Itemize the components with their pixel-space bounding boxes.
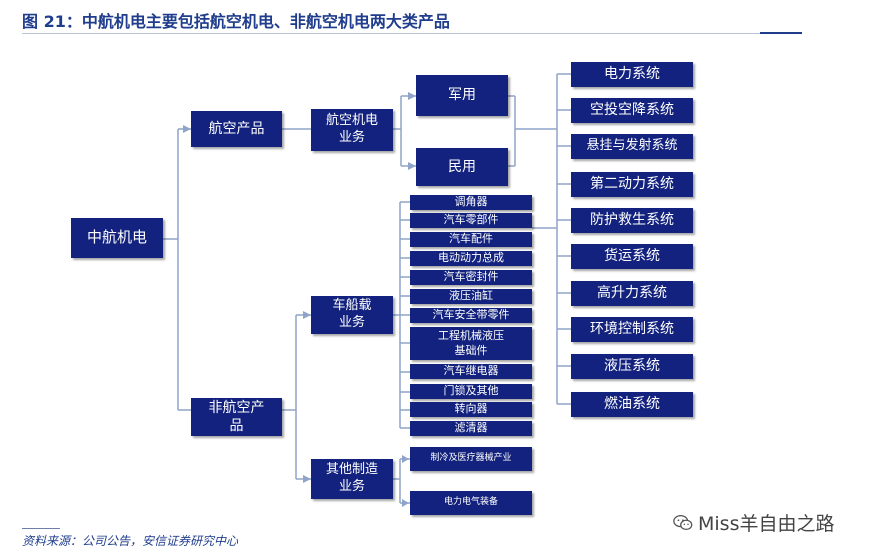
vehicle-item: 门锁及其他 bbox=[410, 384, 532, 399]
vehicle-item: 液压油缸 bbox=[410, 289, 532, 304]
military-node: 军用 bbox=[416, 75, 508, 116]
system-node: 液压系统 bbox=[571, 354, 693, 379]
vehicle-item: 调角器 bbox=[410, 195, 532, 210]
system-node: 高升力系统 bbox=[571, 281, 693, 306]
other-manufacturing-business-node: 其他制造 业务 bbox=[311, 459, 393, 499]
system-node: 环境控制系统 bbox=[571, 317, 693, 342]
system-node: 悬挂与发射系统 bbox=[571, 134, 693, 159]
system-node: 第二动力系统 bbox=[571, 172, 693, 197]
system-node: 货运系统 bbox=[571, 244, 693, 269]
other-manufacturing-item: 电力电气装备 bbox=[410, 491, 532, 515]
non-aviation-products-node: 非航空产 品 bbox=[191, 398, 282, 436]
title-divider bbox=[22, 33, 802, 34]
watermark: Miss羊自由之路 bbox=[672, 509, 834, 536]
wechat-icon bbox=[673, 514, 693, 530]
watermark-text: Miss羊自由之路 bbox=[698, 513, 835, 535]
system-node: 防护救生系统 bbox=[571, 208, 693, 233]
vehicle-item: 转向器 bbox=[410, 402, 532, 417]
footer-divider bbox=[22, 528, 60, 529]
civil-node: 民用 bbox=[416, 148, 508, 186]
vehicle-item: 汽车安全带零件 bbox=[410, 308, 532, 323]
vehicle-item: 汽车继电器 bbox=[410, 364, 532, 379]
vehicle-item: 汽车配件 bbox=[410, 232, 532, 247]
system-node: 燃油系统 bbox=[571, 392, 693, 417]
root-node-avic-electromech: 中航机电 bbox=[71, 218, 163, 258]
aviation-products-node: 航空产品 bbox=[191, 111, 282, 147]
system-node: 空投空降系统 bbox=[571, 98, 693, 123]
vehicle-item: 汽车零部件 bbox=[410, 213, 532, 228]
vehicle-item: 滤清器 bbox=[410, 421, 532, 436]
title-divider-accent bbox=[760, 32, 802, 34]
vehicle-ship-business-node: 车船载 业务 bbox=[311, 296, 393, 334]
source-note: 资料来源：公司公告，安信证券研究中心 bbox=[22, 534, 239, 548]
figure-title: 图 21：中航机电主要包括航空机电、非航空机电两大类产品 bbox=[22, 12, 450, 31]
other-manufacturing-item: 制冷及医疗器械产业 bbox=[410, 447, 532, 471]
vehicle-item: 汽车密封件 bbox=[410, 270, 532, 285]
system-node: 电力系统 bbox=[571, 62, 693, 87]
vehicle-item: 电动动力总成 bbox=[410, 251, 532, 266]
vehicle-item: 工程机械液压 基础件 bbox=[410, 327, 532, 360]
aviation-electromech-business-node: 航空机电 业务 bbox=[311, 109, 393, 151]
